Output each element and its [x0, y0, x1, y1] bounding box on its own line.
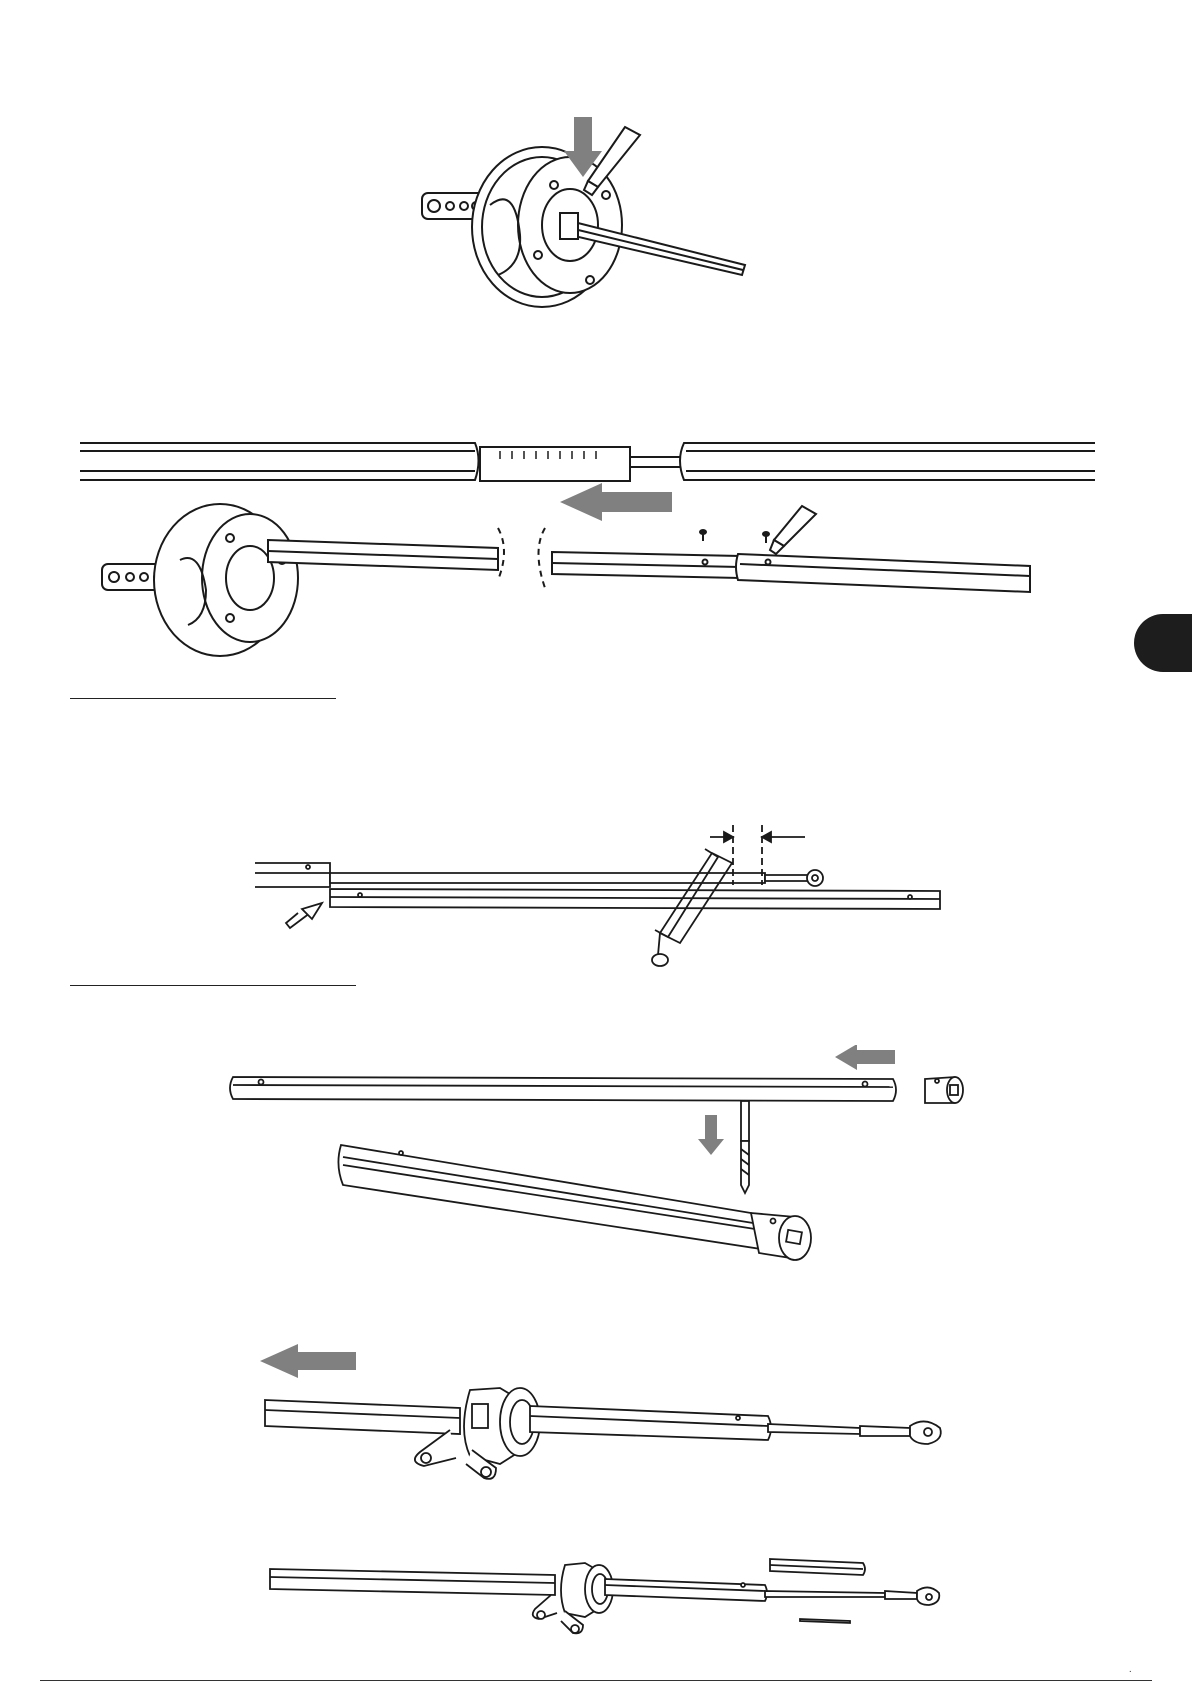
bearing-bracket — [533, 1563, 613, 1633]
cable-eyelet — [885, 1591, 917, 1599]
section-rule-1 — [70, 698, 336, 699]
drill-bit — [741, 1101, 749, 1193]
screws — [699, 529, 770, 543]
chapter-tab — [1134, 614, 1192, 672]
cable-eyelet — [765, 875, 810, 881]
insert — [770, 1559, 865, 1575]
tube-left — [80, 443, 479, 480]
inner-shaft — [330, 873, 765, 883]
drill-arrow-head — [698, 1139, 724, 1155]
tube-horizontal — [230, 1077, 896, 1101]
figure-wheel-closeup — [420, 115, 750, 330]
page-mark: · — [1129, 1666, 1132, 1677]
figure-final-assembly — [265, 1555, 965, 1665]
inner-shaft — [765, 1591, 885, 1597]
cable-eyelet — [860, 1426, 910, 1436]
tube-inner-section — [480, 447, 630, 481]
figure-drill-and-cap — [225, 1045, 965, 1290]
figure-wheel-shaft-assembly — [100, 500, 1110, 660]
drill-arrow — [705, 1115, 717, 1141]
tube-stub — [255, 863, 330, 887]
tube-right — [530, 1406, 771, 1440]
pin — [800, 1619, 850, 1623]
end-cap — [925, 1077, 963, 1103]
inner-shaft — [768, 1424, 860, 1434]
page-bottom-rule — [40, 1680, 1152, 1681]
cap-arrow — [835, 1045, 895, 1070]
insert-arrow — [286, 903, 322, 928]
outer-tube — [736, 554, 1030, 592]
figure-bearing-slide — [260, 1340, 960, 1490]
tube-right — [680, 443, 1095, 480]
marker-pen — [770, 506, 816, 554]
figure-cut-with-saw — [250, 825, 960, 975]
slide-arrow — [260, 1344, 356, 1378]
section-rule-2 — [70, 985, 356, 986]
